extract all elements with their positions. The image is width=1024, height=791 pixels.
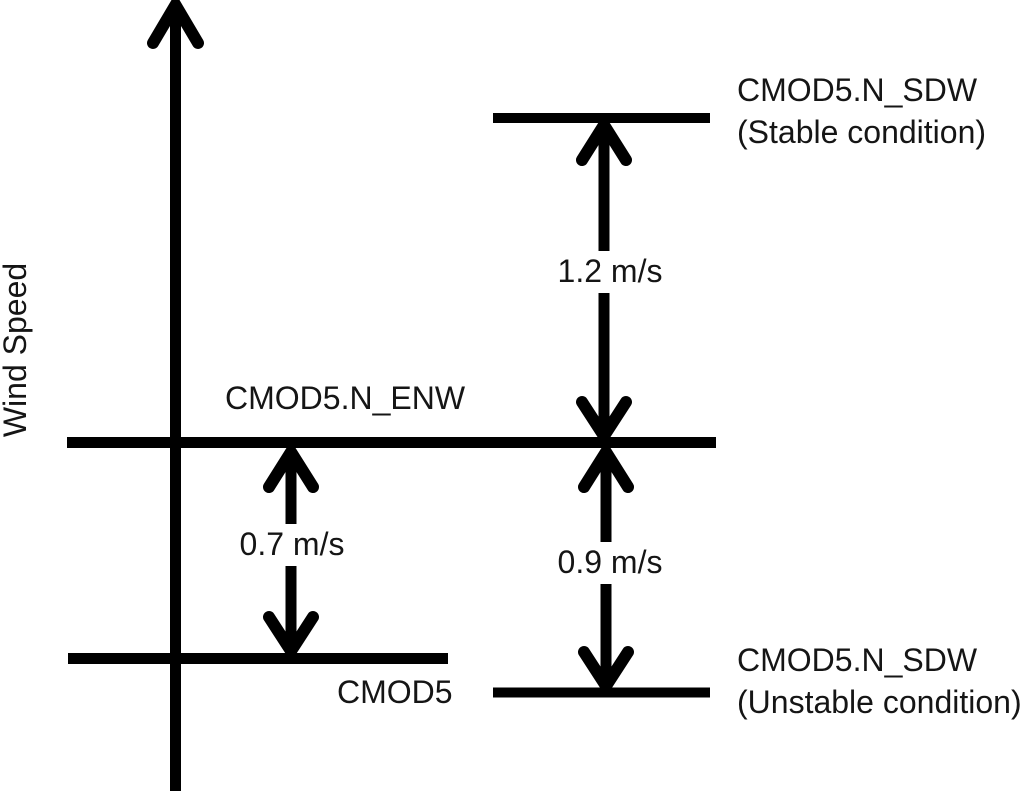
- offset-value-stable: 1.2 m/s: [547, 251, 673, 293]
- sdw-unstable-line-label-condition: (Unstable condition): [737, 684, 1022, 720]
- y-axis: [147, 0, 204, 791]
- offset-value-cmod5: 0.7 m/s: [229, 524, 355, 566]
- sdw-unstable-line-label: CMOD5.N_SDW (Unstable condition): [737, 639, 1022, 723]
- sdw-stable-line-label: CMOD5.N_SDW (Stable condition): [737, 69, 986, 153]
- cmod5-line-label: CMOD5: [337, 674, 453, 710]
- y-axis-arrowhead-icon: [147, 0, 204, 49]
- offset-value-unstable: 0.9 m/s: [547, 542, 673, 584]
- sdw-unstable-line-label-name: CMOD5.N_SDW: [737, 642, 978, 678]
- y-axis-label: Wind Speed: [0, 262, 34, 438]
- sdw-stable-line-label-name: CMOD5.N_SDW: [737, 72, 978, 108]
- enw-line-label: CMOD5.N_ENW: [225, 380, 466, 416]
- sdw-stable-line-label-condition: (Stable condition): [737, 114, 987, 150]
